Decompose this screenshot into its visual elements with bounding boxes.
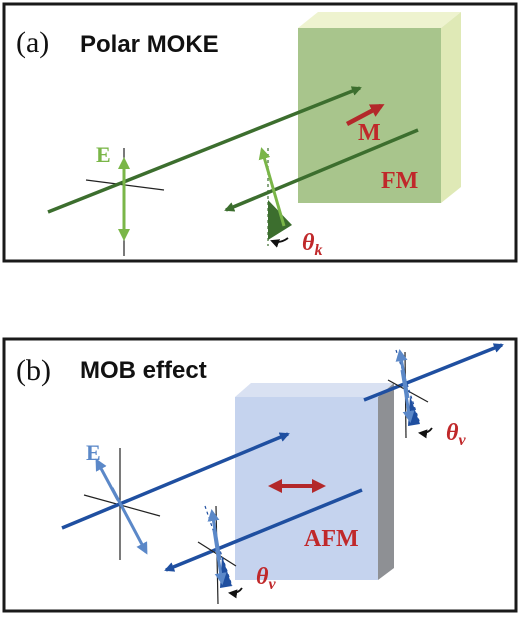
transmitted-beam-b — [363, 343, 504, 402]
reflected-rotation — [197, 505, 243, 605]
rotated-polarization-a — [258, 147, 286, 227]
transmitted-rotation — [387, 349, 433, 439]
kerr-angle-arrow — [270, 237, 289, 248]
m-label: M — [358, 120, 381, 146]
e-label-b: E — [86, 440, 101, 465]
magnetization-arrow — [345, 104, 385, 126]
panel-a-title: Polar MOKE — [80, 31, 219, 58]
fm-sample-face — [298, 28, 441, 203]
reflected-beam-a — [224, 128, 419, 212]
e-label-a: E — [96, 142, 111, 167]
reference-dashed-line-b2 — [395, 349, 421, 425]
panel-a: E θk M FM (a) Polar MOKE — [2, 2, 518, 263]
fm-label: FM — [381, 168, 418, 194]
reflected-beam-b — [164, 488, 363, 572]
afm-sample-side — [378, 383, 394, 580]
polarization-down-b — [110, 487, 148, 555]
incident-beam-a — [47, 86, 362, 214]
afm-sample-top — [235, 383, 394, 397]
voigt-angle-arrow-1 — [228, 587, 243, 599]
voigt-angle-arrow-2 — [418, 427, 433, 439]
fm-sample-top — [298, 12, 461, 28]
theta-v-label-1: θv — [256, 564, 276, 593]
rotated-polarization-down-b2 — [400, 369, 415, 423]
theta-k-label: θk — [302, 230, 322, 259]
rotated-polarization-down-b1 — [212, 529, 227, 585]
kerr-wedge — [268, 200, 292, 240]
panel-b-letter: (b) — [16, 354, 51, 387]
panel-b-title: MOB effect — [80, 357, 207, 384]
theta-v-label-2: θv — [446, 420, 466, 449]
panel-b: E θv θv AFM (b — [2, 337, 518, 613]
fm-sample-side — [441, 12, 461, 203]
afm-label: AFM — [304, 526, 359, 552]
panel-a-letter: (a) — [16, 26, 49, 59]
incident-beam-b — [61, 432, 290, 530]
kerr-rotation — [258, 147, 292, 248]
afm-sample-face — [235, 397, 378, 580]
